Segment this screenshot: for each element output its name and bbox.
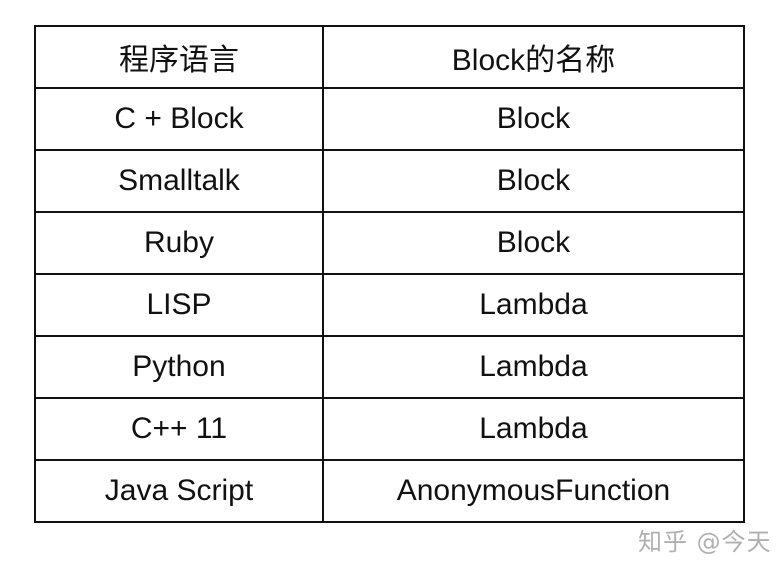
table-row: C++ 11 Lambda (34, 397, 746, 461)
table-row: Smalltalk Block (34, 149, 746, 213)
cell-language: C + Block (34, 87, 324, 151)
cell-block-name: Lambda (321, 335, 746, 399)
cell-language: LISP (34, 273, 324, 337)
zhihu-watermark: 知乎 @今天 (638, 528, 772, 556)
cell-language: Ruby (34, 211, 324, 275)
cell-block-name: Lambda (321, 273, 746, 337)
cell-language: Smalltalk (34, 149, 324, 213)
cell-language: Python (34, 335, 324, 399)
language-block-table: 程序语言 Block的名称 C + Block Block Smalltalk … (34, 25, 746, 523)
table-row: Java Script AnonymousFunction (34, 459, 746, 523)
header-language: 程序语言 (34, 25, 324, 89)
table-row: Python Lambda (34, 335, 746, 399)
table-row: LISP Lambda (34, 273, 746, 337)
cell-language: Java Script (34, 459, 324, 523)
cell-language: C++ 11 (34, 397, 324, 461)
cell-block-name: AnonymousFunction (321, 459, 746, 523)
cell-block-name: Lambda (321, 397, 746, 461)
cell-block-name: Block (321, 87, 746, 151)
table-header-row: 程序语言 Block的名称 (34, 25, 746, 89)
table-row: Ruby Block (34, 211, 746, 275)
cell-block-name: Block (321, 211, 746, 275)
cell-block-name: Block (321, 149, 746, 213)
header-block-name: Block的名称 (321, 25, 746, 89)
table-row: C + Block Block (34, 87, 746, 151)
